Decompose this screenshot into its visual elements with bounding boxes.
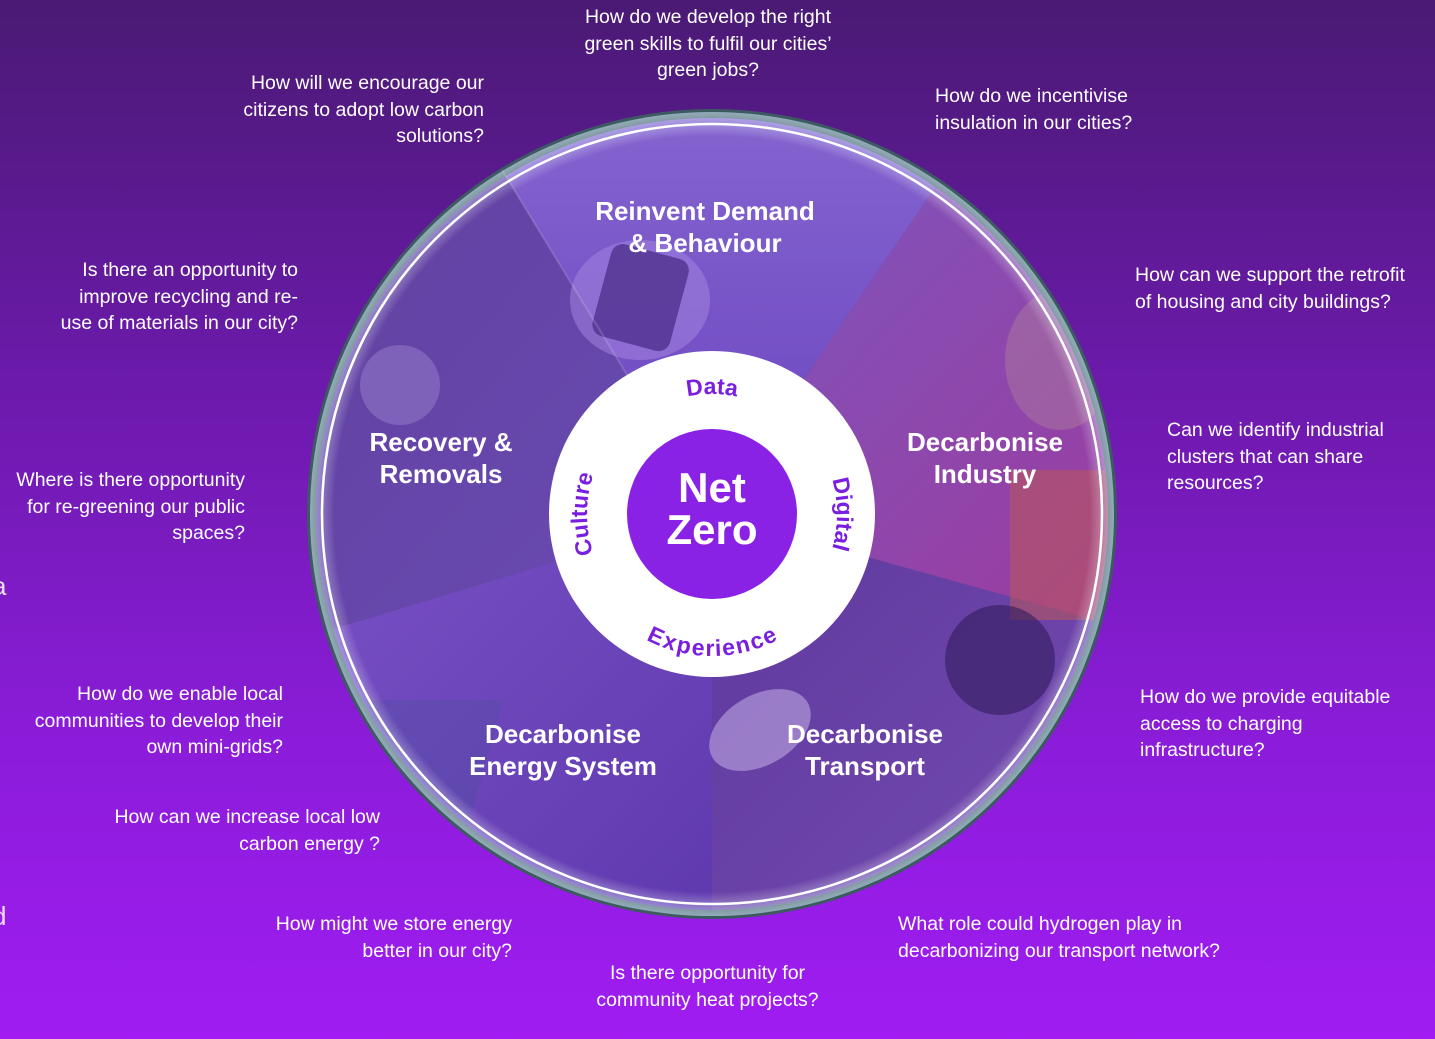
question-regreening: Where is there opportunity for re-greeni… xyxy=(16,469,245,544)
center-disc xyxy=(627,429,797,599)
question-clusters: Can we identify industrial clusters that… xyxy=(1167,419,1384,494)
segment-title-transport-line2: Transport xyxy=(805,751,925,781)
question-retrofit: How can we support the retrofit of housi… xyxy=(1135,264,1405,313)
segment-title-energy-line2: Energy System xyxy=(469,751,657,781)
edge-fragment-3: d xyxy=(0,896,6,936)
edge-fragment-1: a xyxy=(0,566,6,606)
question-insulation: How do we incentivise insulation in our … xyxy=(935,85,1133,134)
segment-title-energy-line1: Decarbonise xyxy=(485,719,641,749)
question-store-energy: How might we store energy better in our … xyxy=(275,913,512,962)
question-hydrogen: What role could hydrogen play in decarbo… xyxy=(898,913,1220,962)
question-citizens: How will we encourage our citizens to ad… xyxy=(243,72,484,147)
question-green-skills: How do we develop the right green skills… xyxy=(584,6,832,81)
ring-label-data: Data xyxy=(684,373,740,401)
segment-title-recovery-line2: Removals xyxy=(380,459,503,489)
inner-white-ring xyxy=(320,122,1104,906)
segment-title-transport-line1: Decarbonise xyxy=(787,719,943,749)
question-local-energy: How can we increase local low carbon ene… xyxy=(114,806,380,855)
segment-title-industry-line2: Industry xyxy=(934,459,1037,489)
segment-title-reinvent-line2: & Behaviour xyxy=(628,228,781,258)
ring-label-digital: Digital xyxy=(827,475,858,554)
center-title-line1: Net xyxy=(678,464,746,511)
segment-title-recovery-line1: Recovery & xyxy=(369,427,512,457)
segment-title-industry-line1: Decarbonise xyxy=(907,427,1063,457)
center-title-line2: Zero xyxy=(666,506,757,553)
question-heat-projects: Is there opportunity for community heat … xyxy=(596,962,819,1011)
question-recycling: Is there an opportunity to improve recyc… xyxy=(60,259,298,334)
question-charging: How do we provide equitable access to ch… xyxy=(1140,686,1391,761)
segment-title-reinvent-line1: Reinvent Demand xyxy=(595,196,815,226)
question-minigrids: How do we enable local communities to de… xyxy=(34,683,283,758)
